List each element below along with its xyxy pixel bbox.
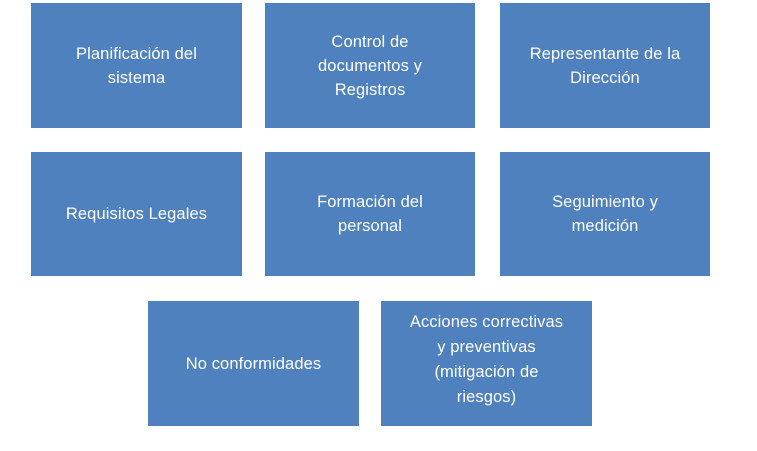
block-label: Seguimiento y medición [552,193,658,235]
block-formacion-del-personal[interactable]: Formación del personal [265,152,475,276]
block-label: Planificación del sistema [76,44,197,87]
block-no-conformidades[interactable]: No conformidades [148,301,359,426]
block-representante-de-la-direccion[interactable]: Representante de la Dirección [500,3,710,128]
block-label: Control de documentos y Registros [318,32,422,99]
block-label: Requisitos Legales [65,205,208,223]
block-label: Representante de la Dirección [529,44,681,87]
block-control-de-documentos-y-registros[interactable]: Control de documentos y Registros [265,3,475,128]
block-planificacion-del-sistema[interactable]: Planificación del sistema [31,3,242,128]
block-label: Formación del personal [317,193,423,235]
block-acciones-correctivas-y-preventivas[interactable]: Acciones correctivas y preventivas (miti… [381,301,592,426]
block-seguimiento-y-medicion[interactable]: Seguimiento y medición [500,152,710,276]
block-requisitos-legales[interactable]: Requisitos Legales [31,152,242,276]
block-label: No conformidades [185,354,322,373]
block-label: Acciones correctivas y preventivas (miti… [409,313,564,406]
